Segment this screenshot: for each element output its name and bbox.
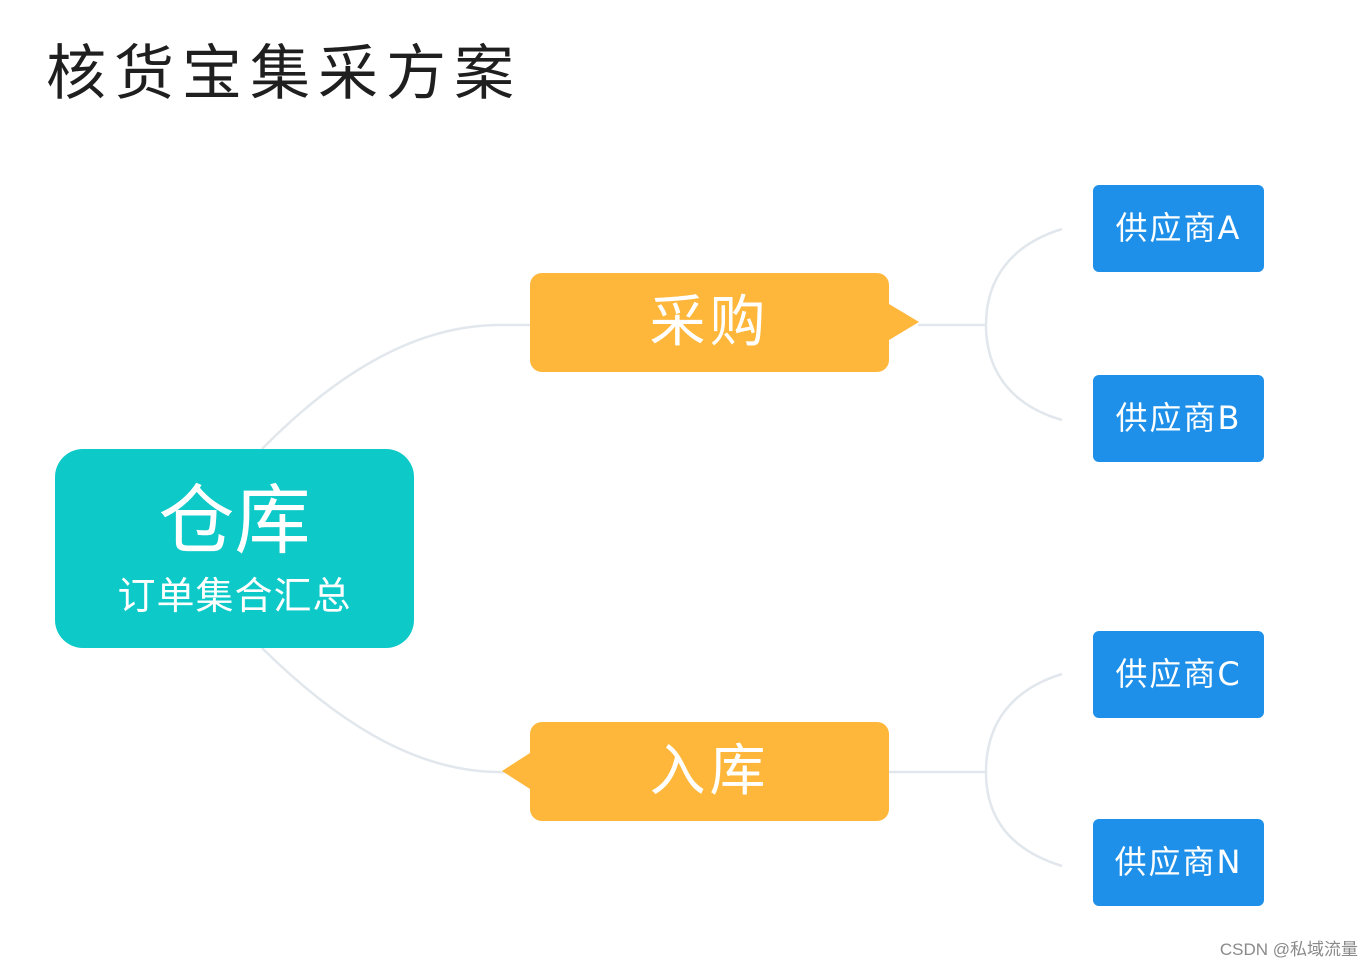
connector-hub-supplier-c <box>984 672 1063 773</box>
connector-hub-supplier-a <box>984 227 1063 326</box>
supplier-b-node: 供应商B <box>1093 375 1264 462</box>
stock-in-node: 入库 <box>502 722 889 821</box>
connector-hub-supplier-n <box>984 771 1063 868</box>
supplier-c-node: 供应商C <box>1093 631 1264 718</box>
warehouse-node: 仓库 订单集合汇总 <box>55 449 414 648</box>
purchase-node: 采购 <box>530 273 919 372</box>
warehouse-sublabel: 订单集合汇总 <box>117 574 352 618</box>
connector-warehouse-purchase <box>261 323 530 450</box>
supplier-a-node: 供应商A <box>1093 185 1264 272</box>
connector-hub-supplier-b <box>984 324 1063 422</box>
connector-warehouse-stock-in <box>261 647 505 774</box>
page-title: 核货宝集采方案 <box>46 39 522 109</box>
supplier-n-node: 供应商N <box>1093 819 1264 906</box>
watermark: CSDN @私域流量 <box>1219 940 1358 959</box>
warehouse-label: 仓库 <box>158 476 311 565</box>
